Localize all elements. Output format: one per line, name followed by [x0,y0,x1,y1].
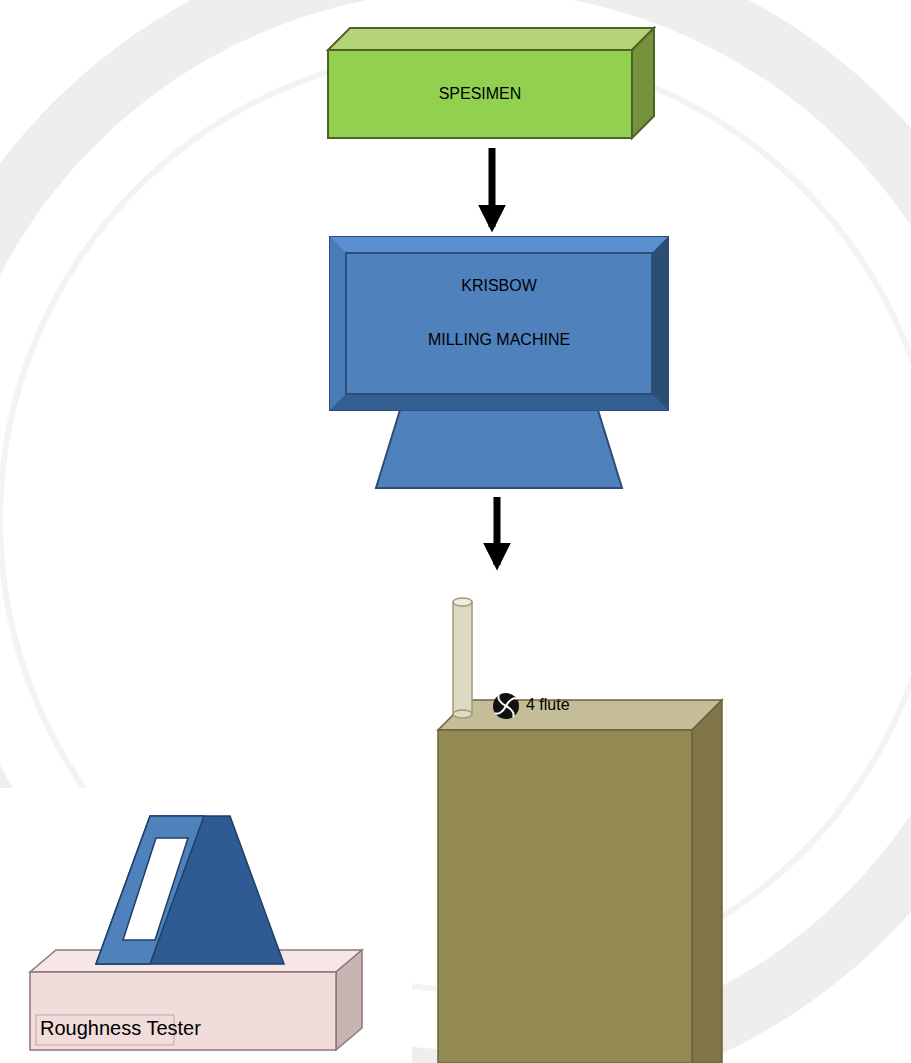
milling-machine-monitor: KRISBOW MILLING MACHINE [330,237,668,489]
flow-arrow [489,148,496,227]
node-label: 4 flute [526,696,570,714]
node-label: SPESIMEN [328,50,632,138]
roughness-tester: Roughness Tester [28,812,364,1052]
milling-machine-monitor-outline [330,237,668,489]
roughness-tester-outline [28,812,364,1052]
node-label: Roughness Tester [40,1017,201,1040]
flow-arrow [494,497,501,565]
end-mill-workpiece: 4 flute [438,596,722,1063]
end-mill-workpiece-outline [438,596,722,1063]
specimen-box: SPESIMEN [328,28,654,140]
specimen-box-outline [328,28,654,140]
node-label: KRISBOW MILLING MACHINE [421,259,577,367]
